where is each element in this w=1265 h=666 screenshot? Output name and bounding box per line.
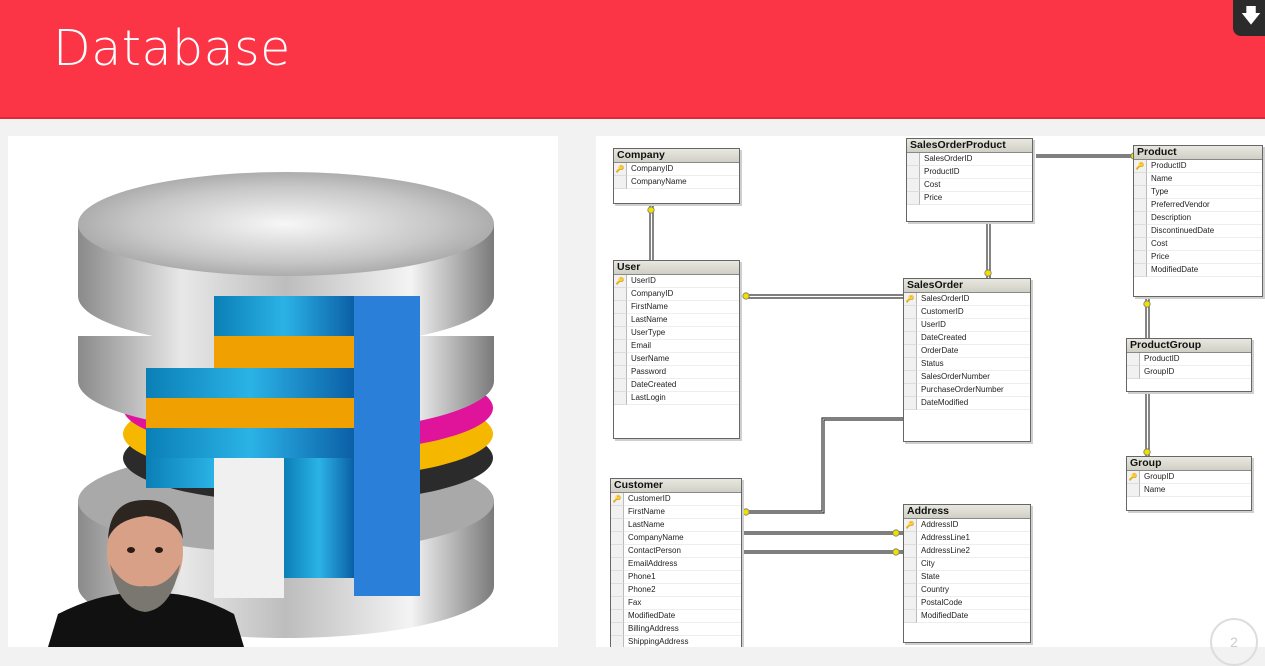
table-row: CustomerID — [904, 306, 1030, 319]
table-customer[interactable]: Customer 🔑CustomerID FirstName LastName … — [610, 478, 742, 647]
table-row: OrderDate — [904, 345, 1030, 358]
table-salesorderproduct[interactable]: SalesOrderProduct SalesOrderID ProductID… — [906, 138, 1033, 222]
key-icon: 🔑 — [614, 163, 627, 176]
table-row: Password — [614, 366, 739, 379]
table-row: ContactPerson — [611, 545, 741, 558]
table-address[interactable]: Address 🔑AddressID AddressLine1 AddressL… — [903, 504, 1031, 643]
table-title: SalesOrderProduct — [907, 139, 1032, 153]
relationship-lines — [647, 152, 1151, 556]
table-title: Group — [1127, 457, 1251, 471]
table-user[interactable]: User 🔑UserID CompanyID FirstName LastNam… — [613, 260, 740, 439]
table-row: Name — [1127, 484, 1251, 497]
table-row: Phone2 — [611, 584, 741, 597]
table-row: FirstName — [614, 301, 739, 314]
table-row: Email — [614, 340, 739, 353]
table-row: Status — [904, 358, 1030, 371]
table-row: GroupID — [1127, 366, 1251, 379]
table-row: Country — [904, 584, 1030, 597]
slide-title: Database — [53, 20, 291, 77]
table-row: ModifiedDate — [1134, 264, 1262, 277]
table-title: SalesOrder — [904, 279, 1030, 293]
table-row: DateModified — [904, 397, 1030, 410]
presenter-video — [48, 494, 244, 647]
slide-header: Database — [0, 0, 1265, 119]
table-row: ModifiedDate — [611, 610, 741, 623]
table-row: CompanyName — [611, 532, 741, 545]
table-title: Address — [904, 505, 1030, 519]
table-row: EmailAddress — [611, 558, 741, 571]
table-row: ProductID — [1127, 353, 1251, 366]
table-title: ProductGroup — [1127, 339, 1251, 353]
presenter-icon — [48, 499, 244, 647]
table-row: DateCreated — [614, 379, 739, 392]
key-icon: 🔑 — [904, 293, 917, 306]
table-row: Description — [1134, 212, 1262, 225]
table-row: SalesOrderID — [907, 153, 1032, 166]
table-row: 🔑SalesOrderID — [904, 293, 1030, 306]
table-row: ShippingAddress — [611, 636, 741, 647]
table-row: 🔑CompanyID — [614, 163, 739, 176]
table-row: CompanyID — [614, 288, 739, 301]
table-title: Customer — [611, 479, 741, 493]
table-row: BillingAddress — [611, 623, 741, 636]
table-row: DiscontinuedDate — [1134, 225, 1262, 238]
table-row: ProductID — [907, 166, 1032, 179]
table-row: FirstName — [611, 506, 741, 519]
table-row: UserName — [614, 353, 739, 366]
table-row: ModifiedDate — [904, 610, 1030, 623]
table-row: 🔑ProductID — [1134, 160, 1262, 173]
key-icon: 🔑 — [614, 275, 627, 288]
key-icon: 🔑 — [611, 493, 624, 506]
key-icon: 🔑 — [1134, 160, 1147, 173]
table-row: 🔑UserID — [614, 275, 739, 288]
table-row: PurchaseOrderNumber — [904, 384, 1030, 397]
channel-logo-icon: 2 — [1210, 618, 1258, 666]
table-company[interactable]: Company 🔑CompanyID CompanyName — [613, 148, 740, 204]
table-row: SalesOrderNumber — [904, 371, 1030, 384]
table-row: Name — [1134, 173, 1262, 186]
table-product[interactable]: Product 🔑ProductID Name Type PreferredVe… — [1133, 145, 1263, 297]
table-row: PostalCode — [904, 597, 1030, 610]
table-productgroup[interactable]: ProductGroup ProductID GroupID — [1126, 338, 1252, 392]
table-row: CompanyName — [614, 176, 739, 189]
table-title: User — [614, 261, 739, 275]
download-icon[interactable]: 🡇 — [1233, 0, 1265, 36]
table-row: PreferredVendor — [1134, 199, 1262, 212]
table-row: Type — [1134, 186, 1262, 199]
erd-panel: Company 🔑CompanyID CompanyName User 🔑Use… — [596, 136, 1265, 647]
table-row: City — [904, 558, 1030, 571]
table-group[interactable]: Group 🔑GroupID Name — [1126, 456, 1252, 511]
table-row: AddressLine1 — [904, 532, 1030, 545]
table-row: LastName — [614, 314, 739, 327]
key-icon: 🔑 — [904, 519, 917, 532]
database-illustration — [8, 136, 558, 647]
table-row: Fax — [611, 597, 741, 610]
table-title: Product — [1134, 146, 1262, 160]
table-title: Company — [614, 149, 739, 163]
table-row: UserType — [614, 327, 739, 340]
table-row: UserID — [904, 319, 1030, 332]
table-row: LastLogin — [614, 392, 739, 405]
table-row: 🔑GroupID — [1127, 471, 1251, 484]
table-row: LastName — [611, 519, 741, 532]
table-salesorder[interactable]: SalesOrder 🔑SalesOrderID CustomerID User… — [903, 278, 1031, 442]
table-row: Cost — [907, 179, 1032, 192]
key-icon: 🔑 — [1127, 471, 1140, 484]
table-row: DateCreated — [904, 332, 1030, 345]
table-row: AddressLine2 — [904, 545, 1030, 558]
table-row: Cost — [1134, 238, 1262, 251]
table-row: 🔑CustomerID — [611, 493, 741, 506]
table-row: Price — [1134, 251, 1262, 264]
table-row: State — [904, 571, 1030, 584]
table-row: Price — [907, 192, 1032, 205]
table-row: 🔑AddressID — [904, 519, 1030, 532]
table-row: Phone1 — [611, 571, 741, 584]
database-icon — [78, 172, 494, 638]
